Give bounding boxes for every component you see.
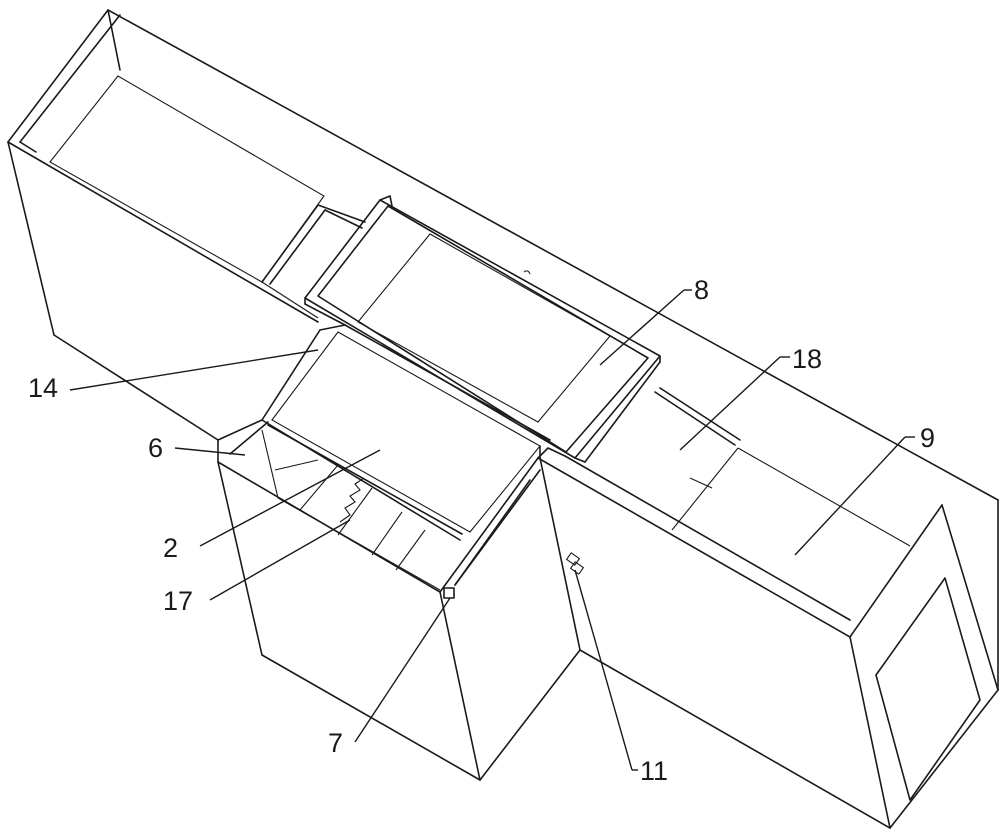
label-11: 11 (640, 756, 668, 786)
label-2: 2 (163, 533, 178, 563)
leader-9 (795, 437, 905, 555)
right-box (480, 388, 998, 828)
label-7: 7 (328, 728, 343, 758)
middle-box (218, 325, 550, 780)
leader-17 (210, 520, 350, 600)
reference-labels: 8 18 9 14 6 2 17 7 11 (28, 275, 935, 786)
label-17: 17 (163, 586, 193, 616)
label-18: 18 (792, 344, 822, 374)
leader-18 (680, 357, 780, 450)
label-6: 6 (148, 433, 163, 463)
leader-lines (70, 290, 915, 770)
left-box (8, 10, 998, 500)
label-8: 8 (694, 275, 709, 305)
leader-7 (355, 598, 450, 742)
leader-6 (175, 448, 245, 455)
label-14: 14 (28, 373, 58, 403)
leader-11 (575, 570, 632, 770)
label-9: 9 (920, 423, 935, 453)
